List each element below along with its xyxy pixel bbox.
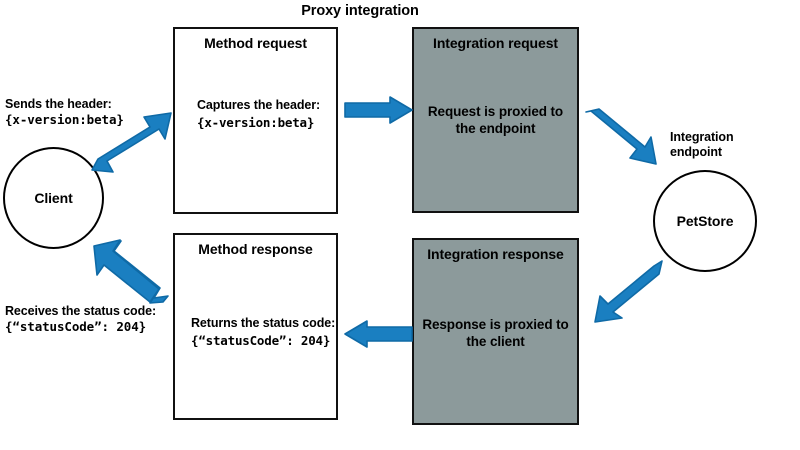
node-method-request-body-line1: Captures the header: [197,98,321,112]
arrow-client-to-method-request [91,112,172,173]
node-integration-response-body-line2: the client [466,334,525,349]
arrow-integration-response-to-method-response [344,320,413,348]
node-integration-endpoint-label-line1: Integration [670,130,734,144]
node-method-response: Method response Returns the status code:… [173,233,338,420]
node-integration-request-title: Integration request [433,35,558,51]
node-integration-endpoint-name: PetStore [676,213,734,229]
node-client-label: Client [34,190,73,206]
node-integration-request-body-line1: Request is proxied to [427,104,564,119]
node-method-response-title: Method response [198,241,313,257]
node-method-response-body-line2: {“statusCode”: 204} [191,333,331,348]
caption-client-sends-line2: {x-version:beta} [5,112,124,127]
node-method-request-title: Method request [204,35,307,51]
node-integration-endpoint-label-line2: endpoint [670,145,722,159]
arrow-method-response-to-client [93,239,169,304]
node-integration-response-body-line1: Response is proxied to [422,317,569,332]
arrow-integration-request-to-endpoint [585,108,657,165]
caption-client-receives-line1: Receives the status code: [5,304,157,318]
diagram-title: Proxy integration [301,3,419,19]
node-method-response-body: Returns the status code: {“statusCode”: … [191,315,336,349]
node-integration-response-title: Integration response [427,246,564,262]
node-integration-endpoint: PetStore [653,170,757,272]
node-integration-request-body: Request is proxied to the endpoint [414,103,577,137]
caption-client-receives: Receives the status code: {“statusCode”:… [5,303,180,335]
node-integration-request: Integration request Request is proxied t… [412,27,579,213]
node-integration-request-body-line2: the endpoint [455,121,536,136]
arrow-method-request-to-integration-request [344,96,413,124]
node-integration-response: Integration response Response is proxied… [412,238,579,425]
node-method-request: Method request Captures the header: {x-v… [173,27,338,214]
arrow-endpoint-to-integration-response [594,260,663,323]
node-method-request-body: Captures the header: {x-version:beta} [197,97,336,131]
node-method-response-body-line1: Returns the status code: [191,316,336,330]
node-integration-response-body: Response is proxied to the client [414,316,577,350]
node-client: Client [3,147,104,249]
caption-client-receives-line2: {“statusCode”: 204} [5,319,147,334]
node-integration-endpoint-label: Integration endpoint [670,130,780,160]
caption-client-sends-line1: Sends the header: [5,97,112,111]
node-method-request-body-line2: {x-version:beta} [197,115,315,130]
caption-client-sends: Sends the header: {x-version:beta} [5,96,165,128]
